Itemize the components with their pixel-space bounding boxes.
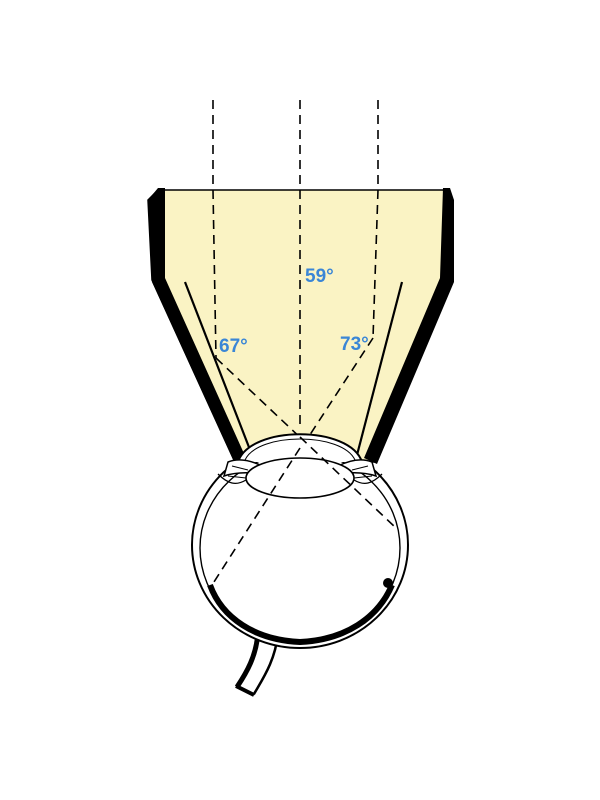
ray-left-vertical — [212, 189, 217, 359]
crystalline-lens — [245, 457, 355, 499]
mirror-left — [183, 281, 254, 456]
angle-label-67: 67° — [219, 336, 248, 357]
optic-nerve-end — [235, 684, 255, 697]
lens-mirrors — [183, 281, 404, 456]
incident-rays — [212, 100, 379, 190]
cornea-inner — [244, 438, 356, 461]
ray-right-into-eye — [211, 447, 301, 586]
angle-label-59: 59° — [305, 266, 334, 287]
rays-into-eye — [211, 436, 397, 586]
lens-right-rim — [364, 188, 454, 464]
ciliary-left — [217, 473, 247, 485]
optic-disc-dot — [383, 578, 393, 588]
angle-label-73: 73° — [340, 334, 369, 355]
retina-choroid — [207, 583, 395, 646]
lens-left-rim — [148, 188, 246, 462]
ray-left-into-eye — [299, 436, 397, 529]
eyeball — [191, 433, 409, 697]
ciliary-right — [353, 473, 383, 485]
mirror-right — [355, 281, 404, 456]
ray-right-vertical — [372, 189, 379, 339]
lens-zonules — [227, 465, 373, 479]
